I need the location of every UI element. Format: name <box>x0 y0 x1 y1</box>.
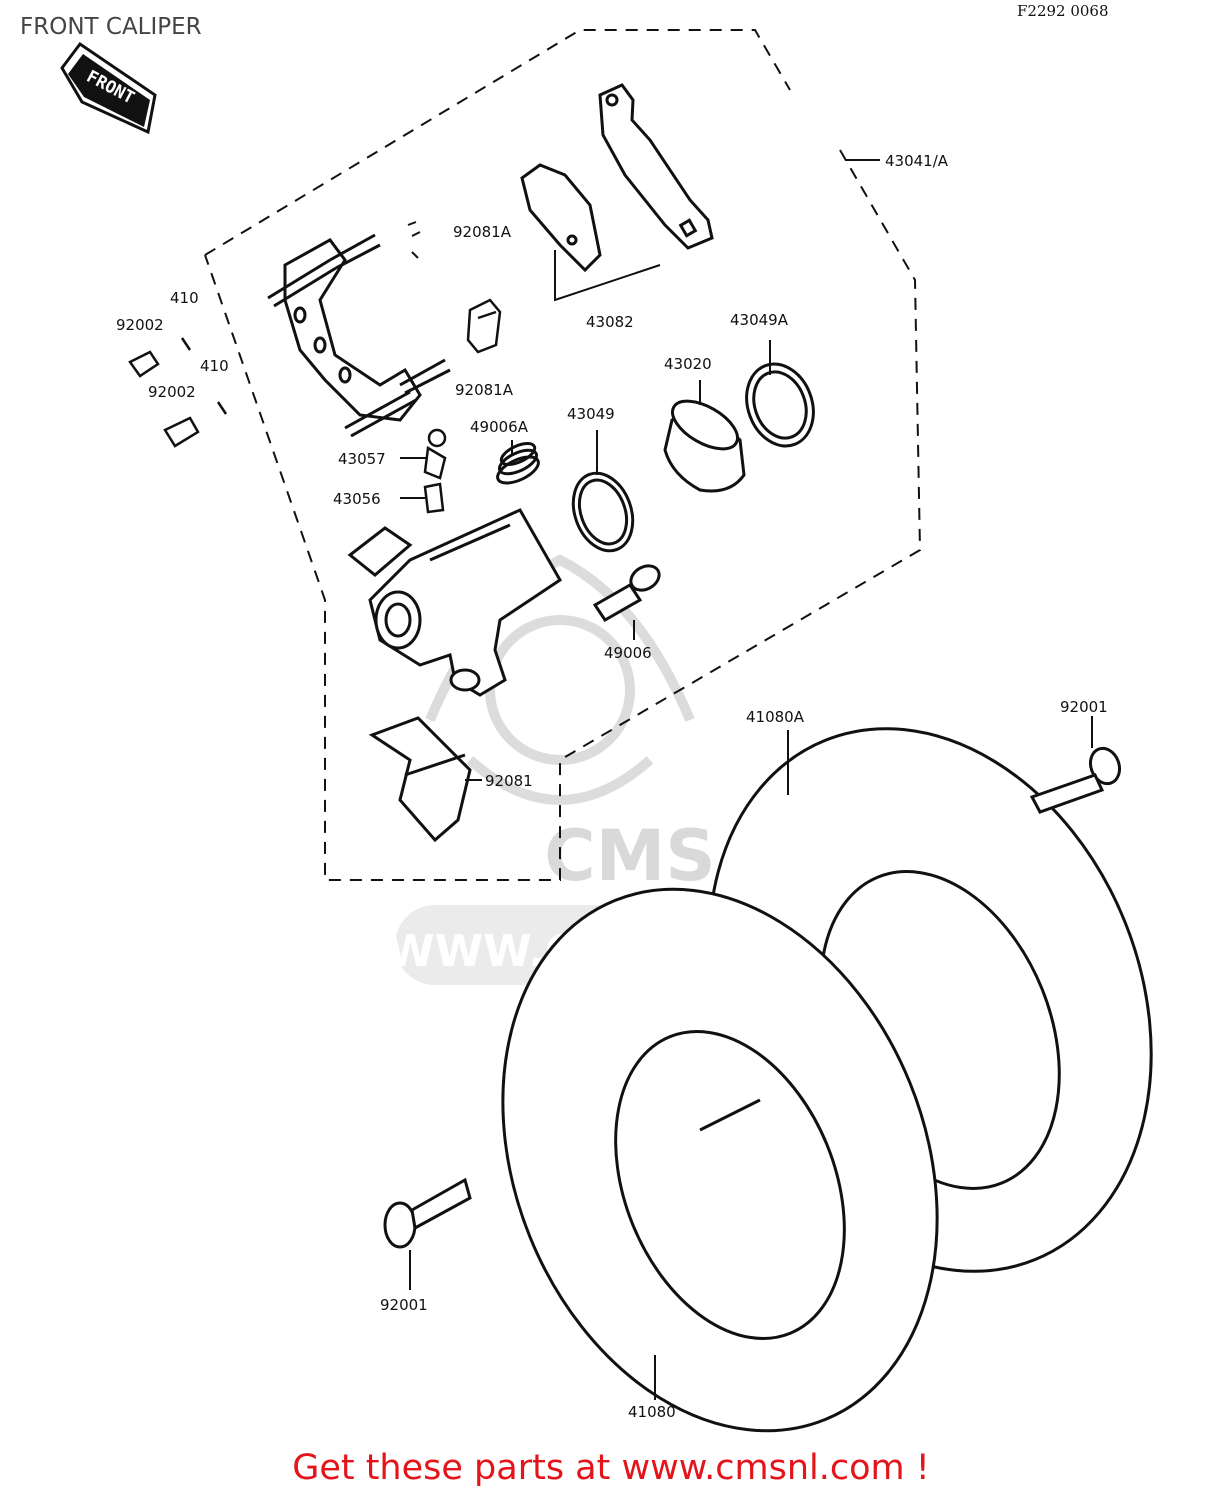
page-title: FRONT CALIPER <box>20 14 202 40</box>
brake-disc-front <box>501 887 939 1433</box>
part-label-43049a: 43049A <box>730 311 789 329</box>
part-label-43049: 43049 <box>567 405 615 423</box>
leader-43082 <box>554 250 661 302</box>
caliper-bolt <box>592 564 661 622</box>
part-label-43082: 43082 <box>586 313 634 331</box>
shop-link-banner[interactable]: Get these parts at www.cmsnl.com ! <box>292 1448 930 1488</box>
part-label-92001-upper: 92001 <box>1060 698 1108 716</box>
disc-bolt-upper <box>1029 746 1122 814</box>
pin-set <box>128 337 228 448</box>
part-label-43057: 43057 <box>338 450 386 468</box>
pad-spring-clip-lower <box>466 298 502 354</box>
part-labels: 43041/A 92081A 43082 43049A 43020 43049 … <box>116 152 1108 1421</box>
exploded-parts-diagram: CMS WWW.CMSNL.COM FRONT <box>60 29 1153 1433</box>
caliper-assembly-boundary <box>204 29 922 881</box>
part-label-410-upper: 410 <box>170 289 199 307</box>
pad-spring <box>368 716 472 843</box>
leader-lines <box>400 340 1093 1400</box>
piston <box>663 399 746 493</box>
part-label-43041a: 43041/A <box>885 152 949 170</box>
figure-code: F2292 0068 <box>1017 2 1109 20</box>
watermark-brand: CMS <box>544 815 715 897</box>
part-label-49006: 49006 <box>604 644 652 662</box>
dust-seal <box>745 362 815 448</box>
disc-bolt-lower <box>383 1177 472 1249</box>
part-label-92081a-upper: 92081A <box>453 223 512 241</box>
front-arrow-icon: FRONT <box>60 41 157 135</box>
caliper-bracket <box>267 233 451 438</box>
bleed-valve <box>423 428 447 514</box>
caliper-body <box>347 508 562 697</box>
pad-spring-clip-upper <box>407 221 421 259</box>
part-label-92001-lower: 92001 <box>380 1296 428 1314</box>
part-label-41080: 41080 <box>628 1403 676 1421</box>
part-label-92081: 92081 <box>485 772 533 790</box>
part-label-49006a: 49006A <box>470 418 529 436</box>
part-label-41080a: 41080A <box>746 708 805 726</box>
piston-seal <box>571 471 635 553</box>
brake-pad-pair <box>520 83 714 273</box>
part-label-92002-lower: 92002 <box>148 383 196 401</box>
part-label-43056: 43056 <box>333 490 381 508</box>
part-label-92002-upper: 92002 <box>116 316 164 334</box>
part-label-43020: 43020 <box>664 355 712 373</box>
spring <box>496 441 540 485</box>
part-label-410-lower: 410 <box>200 357 229 375</box>
part-label-92081a-lower: 92081A <box>455 381 514 399</box>
